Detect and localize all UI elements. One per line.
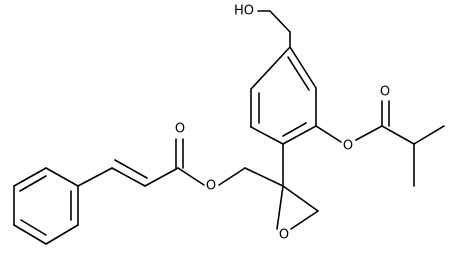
benzene-ring [250, 46, 317, 145]
hydroxymethyl-group: HO [234, 4, 291, 48]
cinnamate-ester: O [77, 122, 205, 187]
epoxide-ring: O [276, 143, 319, 243]
phenyl-ring [13, 167, 79, 245]
isobutyrate-ester: O O [315, 85, 445, 187]
methylene-linker: O [206, 167, 284, 194]
hydroxyl-label: HO [234, 4, 254, 19]
cinnamate-carbonyl-oxygen-label: O [175, 122, 185, 137]
isobutyrate-ester-oxygen-label: O [343, 139, 353, 154]
isobutyrate-carbonyl-oxygen-label: O [380, 85, 390, 100]
cinnamate-ester-oxygen-label: O [206, 179, 216, 194]
epoxide-oxygen-label: O [279, 228, 289, 243]
